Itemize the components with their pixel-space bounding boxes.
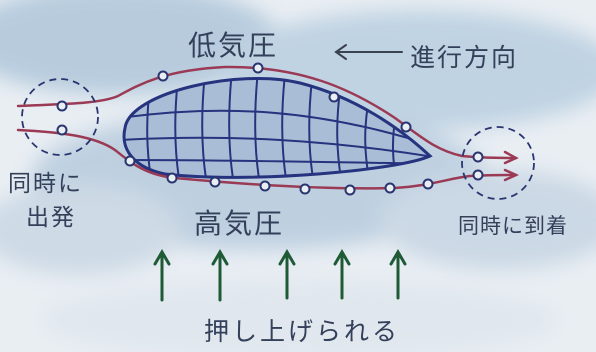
particle (259, 180, 271, 192)
upper-streamline (16, 65, 518, 160)
particle (252, 62, 264, 74)
particle (209, 176, 221, 188)
lower-streamline (16, 128, 518, 190)
up-arrow-icon (389, 249, 407, 300)
upper-arrowhead (503, 150, 519, 165)
particle (124, 155, 136, 167)
particle (472, 169, 484, 181)
start-circle (21, 78, 99, 156)
particle (157, 70, 169, 82)
particle (344, 184, 356, 196)
up-arrow-icon (278, 249, 296, 300)
low-pressure-label: 低気圧 (188, 29, 279, 62)
particle (384, 182, 396, 194)
streamlines (16, 65, 518, 190)
high-pressure-label: 高気圧 (194, 207, 285, 240)
particle (472, 151, 484, 163)
lift-arrows (153, 249, 407, 302)
direction-label: 進行方向 (410, 43, 519, 72)
particle (299, 183, 311, 195)
airfoil (122, 76, 433, 179)
sync-circles (21, 78, 535, 200)
particle (56, 100, 68, 112)
arrive-label: 同時に到着 (458, 214, 568, 238)
lower-arrowhead (503, 168, 520, 182)
particle (328, 91, 340, 103)
particle (56, 124, 68, 136)
streamline-arrowheads (503, 150, 520, 182)
pushed-up-label: 押し上げられる (204, 317, 401, 346)
left-arrow-icon (334, 44, 403, 60)
air-particles (56, 62, 484, 196)
end-circle (461, 126, 535, 200)
particle (422, 178, 434, 190)
up-arrow-icon (333, 249, 351, 300)
up-arrow-icon (153, 249, 171, 302)
depart-label-line2: 出発 (26, 205, 76, 231)
particle (400, 121, 412, 133)
particle (166, 172, 178, 184)
depart-label-line1: 同時に (8, 171, 83, 197)
up-arrow-icon (211, 249, 229, 302)
